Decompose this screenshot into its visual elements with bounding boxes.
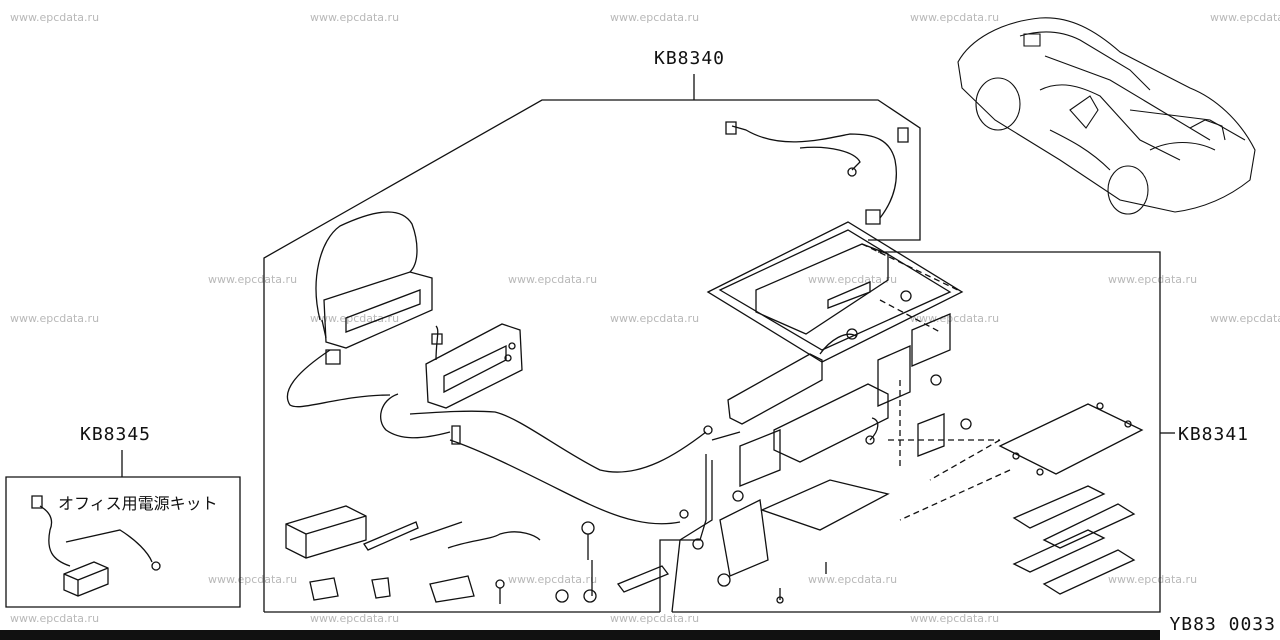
watermark: www.epcdata.ru — [508, 273, 598, 286]
floor-mat-set — [900, 403, 1142, 594]
watermark: www.epcdata.ru — [508, 573, 598, 586]
kit-code-kb8341: KB8341 — [1178, 424, 1250, 445]
watermark: www.epcdata.ru — [208, 273, 298, 286]
handset-unit — [426, 324, 522, 408]
watermark: www.epcdata.ru — [610, 312, 700, 325]
watermark: www.epcdata.ru — [610, 11, 700, 24]
vehicle-location-view — [958, 18, 1255, 214]
watermark: www.epcdata.ru — [808, 573, 898, 586]
watermark: www.epcdata.ru — [808, 273, 898, 286]
mounting-brackets — [693, 346, 1000, 603]
vertical-harness — [660, 432, 740, 612]
watermark: www.epcdata.ru — [10, 612, 100, 625]
watermark: www.epcdata.ru — [610, 612, 700, 625]
office-power-kit-label: オフィス用電源キット — [58, 494, 218, 513]
watermark: www.epcdata.ru — [10, 312, 100, 325]
kb8345-box — [6, 450, 240, 607]
kit-code-kb8340: KB8340 — [654, 48, 726, 69]
accessory-parts — [286, 506, 668, 604]
watermark: www.epcdata.ru — [310, 612, 400, 625]
watermark: www.epcdata.ru — [1210, 312, 1280, 325]
watermark: www.epcdata.ru — [310, 11, 400, 24]
office-power-kit — [32, 496, 160, 596]
watermark: www.epcdata.ru — [1108, 573, 1198, 586]
watermark: www.epcdata.ru — [208, 573, 298, 586]
kit-code-kb8345: KB8345 — [80, 424, 152, 445]
diagram-code: YB83 0033 — [1169, 614, 1276, 635]
watermark: www.epcdata.ru — [10, 11, 100, 24]
watermark: www.epcdata.ru — [910, 612, 1000, 625]
watermark: www.epcdata.ru — [910, 11, 1000, 24]
handset-cradle — [287, 212, 432, 407]
control-box — [728, 329, 888, 462]
watermark: www.epcdata.ru — [1210, 11, 1280, 24]
transceiver-mount — [708, 222, 962, 366]
main-cables — [381, 394, 712, 524]
kb8340-leader — [264, 74, 1160, 612]
watermark: www.epcdata.ru — [310, 312, 400, 325]
antenna-harness — [726, 122, 908, 224]
footer-bar — [0, 630, 1160, 640]
watermark: www.epcdata.ru — [1108, 273, 1198, 286]
